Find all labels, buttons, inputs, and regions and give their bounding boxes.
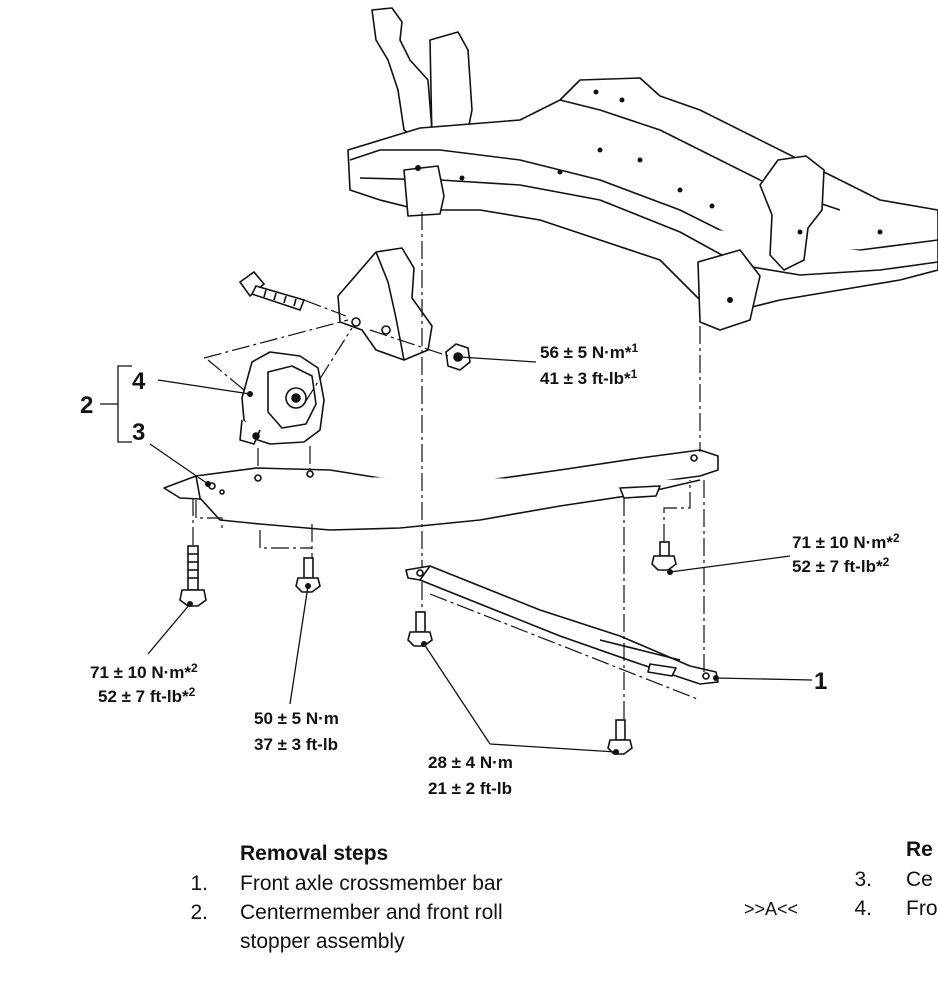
torque-mid-right-nm: 71 ± 10 N·m*2 [792, 531, 900, 552]
front-axle-crossmember [347, 7, 938, 331]
torque-upper-right-ft: 41 ± 3 ft-lb*1 [540, 367, 638, 388]
removal-step-text: Front axle crossmember bar [240, 872, 503, 895]
leader-dots [187, 354, 719, 755]
torque-center-ft: 37 ± 3 ft-lb [254, 735, 338, 754]
right-step-number: 4. [854, 897, 872, 920]
torque-upper-right-nm: 56 ± 5 N·m*1 [540, 341, 639, 362]
torque-bottom-ft: 21 ± 2 ft-lb [428, 779, 512, 798]
right-step-text: Ce [906, 868, 933, 891]
right-step-text: Fro [906, 897, 938, 920]
removal-step-number: 1. [190, 872, 208, 895]
procedure-marker: >>A<< [744, 899, 799, 919]
front-axle-crossmember-bar [405, 565, 719, 685]
leader-lines [100, 356, 813, 753]
hex-flange-bolts [179, 541, 677, 755]
removal-step-number: 2. [190, 901, 208, 924]
right-step-number: 3. [854, 868, 872, 891]
removal-step-text: Centermember and front roll [240, 901, 503, 924]
long-mounting-bolt [238, 270, 306, 311]
callout-2: 2 [80, 392, 93, 419]
front-roll-stopper-bracket [337, 247, 433, 361]
torque-left-ft: 52 ± 7 ft-lb*2 [98, 685, 196, 706]
alignment-lines [192, 212, 705, 720]
torque-mid-right-ft: 52 ± 7 ft-lb*2 [792, 555, 890, 576]
right-column-heading: Re [906, 838, 933, 861]
torque-bottom-nm: 28 ± 4 N·m [428, 753, 513, 772]
callout-1: 1 [814, 668, 827, 695]
removal-step-text: stopper assembly [240, 930, 405, 953]
torque-left-nm: 71 ± 10 N·m*2 [90, 661, 198, 682]
roll-stopper-insulator [239, 351, 325, 445]
torque-center-nm: 50 ± 5 N·m [254, 709, 339, 728]
centermember [163, 449, 719, 531]
callout-3: 3 [132, 419, 145, 446]
removal-steps-heading: Removal steps [240, 842, 389, 865]
callout-4: 4 [132, 368, 146, 395]
